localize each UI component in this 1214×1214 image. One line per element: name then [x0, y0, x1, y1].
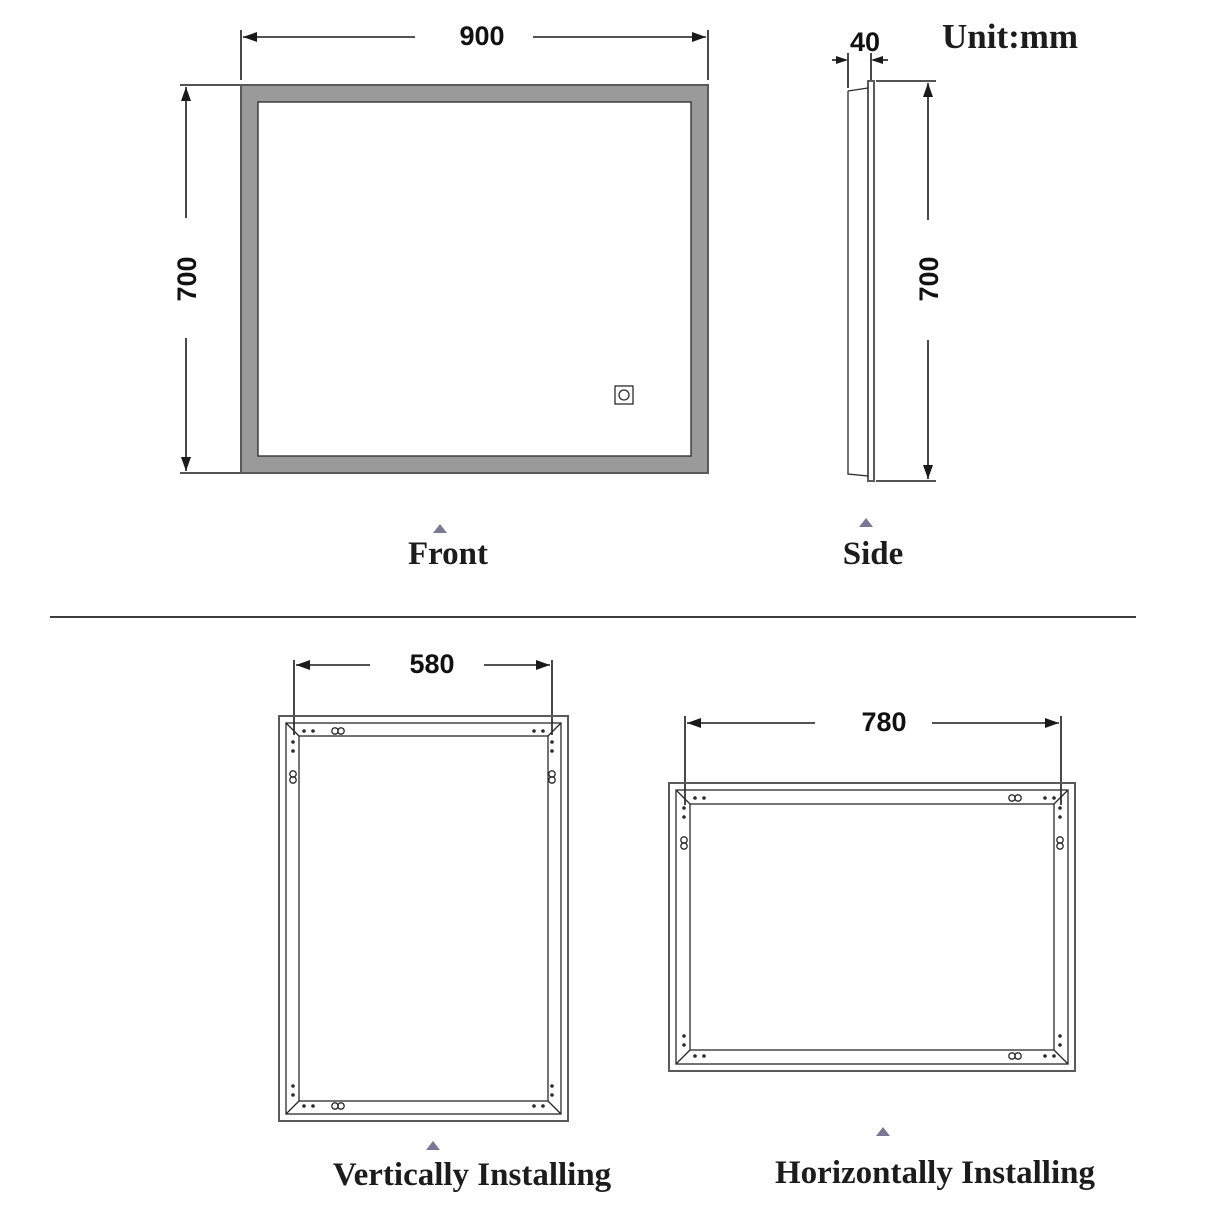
unit-label: Unit:mm: [942, 17, 1078, 56]
vertical-install-label: Vertically Installing: [333, 1157, 612, 1193]
side-depth-dimension: 40: [850, 27, 880, 57]
keyhole-bracket-icon: [289, 770, 297, 784]
front-up-triangle-icon: [433, 524, 447, 533]
front-led-band: [242, 86, 707, 472]
horizontal-spacing-dimension: 780: [861, 707, 906, 737]
horizontal-install-label: Horizontally Installing: [775, 1155, 1095, 1191]
front-label: Front: [408, 536, 488, 572]
touch-switch-icon: [614, 385, 634, 405]
side-mirror-profile: [867, 80, 875, 482]
front-height-dimension: 700: [172, 256, 202, 301]
vertical-mirror-outline: [278, 715, 569, 1122]
keyhole-bracket-icon: [1056, 836, 1064, 850]
front-view: 900 700 Front: [172, 21, 709, 572]
side-up-triangle-icon: [859, 518, 873, 527]
horizontal-install-view: 780 Horizontally Installing: [668, 707, 1095, 1191]
keyhole-bracket-icon: [1008, 1052, 1022, 1060]
vertical-spacing-dimension: 580: [409, 649, 454, 679]
side-view: 40 700 Side: [832, 27, 944, 572]
keyhole-bracket-icon: [1008, 794, 1022, 802]
front-width-dimension: 900: [459, 21, 504, 51]
front-mirror-outline: [240, 84, 709, 474]
keyhole-bracket-icon: [548, 770, 556, 784]
horizontal-up-triangle-icon: [876, 1127, 890, 1136]
keyhole-bracket-icon: [331, 1102, 345, 1110]
horizontal-mirror-outline: [668, 782, 1076, 1072]
keyhole-bracket-icon: [680, 836, 688, 850]
keyhole-bracket-icon: [331, 727, 345, 735]
side-height-dimension: 700: [914, 256, 944, 301]
side-label: Side: [843, 536, 904, 572]
vertical-up-triangle-icon: [426, 1141, 440, 1150]
vertical-install-view: 580 Vertically Installing: [278, 649, 612, 1193]
